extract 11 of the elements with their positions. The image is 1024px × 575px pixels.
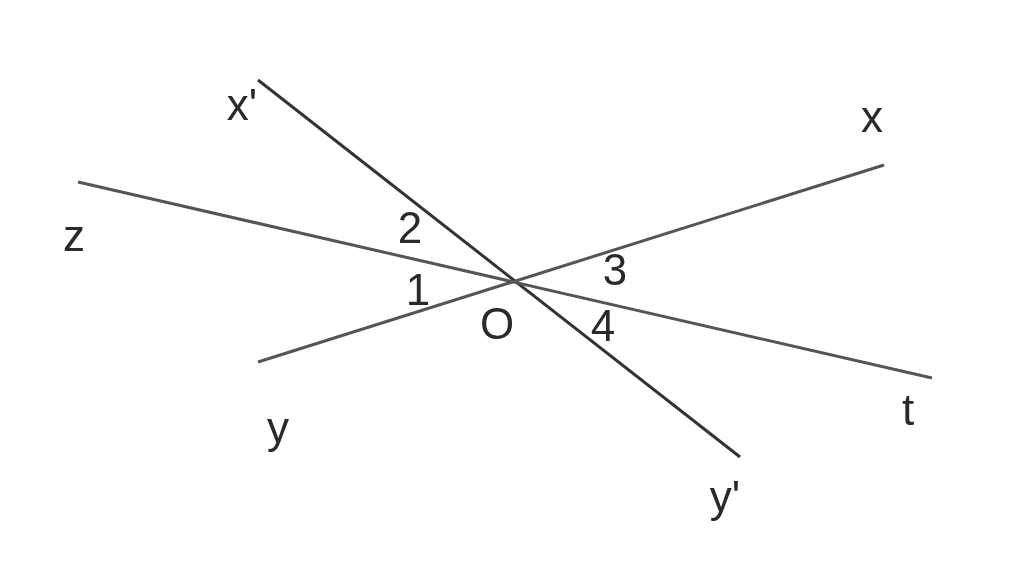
ray-label: x' — [226, 83, 258, 127]
ray-label: z — [63, 214, 85, 258]
ray-label: t — [901, 388, 915, 432]
ray-label: x — [861, 95, 883, 139]
ray-label: y — [267, 406, 289, 450]
angle-number: 2 — [397, 206, 423, 250]
ray-label: y' — [709, 475, 741, 519]
angle-number: 3 — [602, 248, 628, 292]
angle-number: 1 — [405, 268, 431, 312]
angle-number: 4 — [590, 304, 616, 348]
point-label: O — [479, 302, 515, 346]
